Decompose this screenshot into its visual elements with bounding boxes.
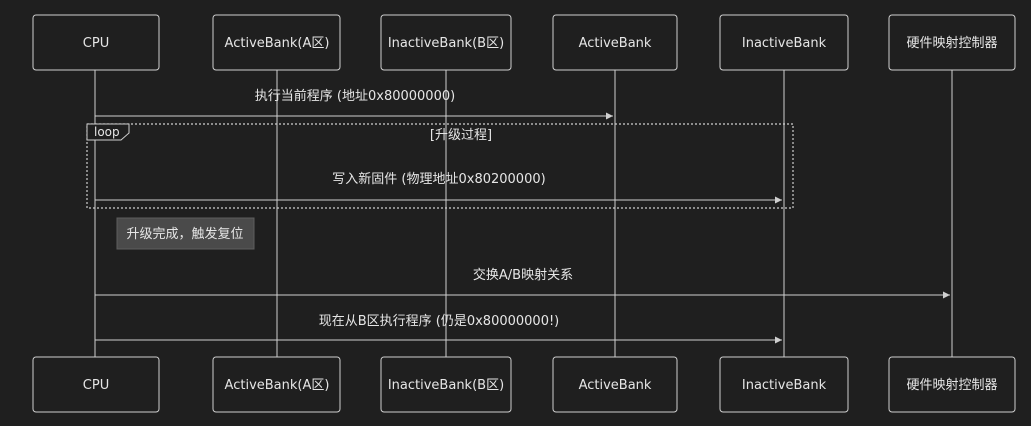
participant-label: InactiveBank(B区) (388, 378, 504, 393)
participant-activebank-a-top: ActiveBank(A区) (212, 14, 341, 71)
participant-label: InactiveBank(B区) (388, 36, 504, 51)
loop-frame: loop [升级过程] (86, 123, 794, 209)
participant-activebank-top: ActiveBank (552, 14, 678, 71)
participant-label: ActiveBank (579, 378, 652, 393)
participant-activebank-bottom: ActiveBank (552, 356, 678, 413)
lifelines (94, 70, 953, 357)
participant-inactivebank-b-bottom: InactiveBank(B区) (380, 356, 512, 413)
participant-cpu-top: CPU (32, 14, 160, 71)
participants-top: CPU ActiveBank(A区) InactiveBank(B区) Acti… (32, 14, 1016, 71)
message-write-firmware: 写入新固件 (物理地址0x80200000) (95, 171, 782, 204)
participant-label: ActiveBank (579, 36, 652, 51)
message-label: 执行当前程序 (地址0x80000000) (255, 88, 455, 104)
participant-label: InactiveBank (742, 378, 827, 393)
participant-hardware-controller-top: 硬件映射控制器 (888, 14, 1016, 71)
participants-bottom: CPU ActiveBank(A区) InactiveBank(B区) Acti… (32, 356, 1016, 413)
participant-label: CPU (83, 36, 109, 51)
loop-condition: [升级过程] (430, 128, 492, 143)
message-label: 现在从B区执行程序 (仍是0x80000000!) (319, 314, 560, 329)
message-execute-current: 执行当前程序 (地址0x80000000) (95, 88, 613, 120)
message-label: 交换A/B映射关系 (473, 267, 573, 283)
participant-activebank-a-bottom: ActiveBank(A区) (212, 356, 341, 413)
participant-label: 硬件映射控制器 (906, 377, 997, 393)
participant-hardware-controller-bottom: 硬件映射控制器 (888, 356, 1016, 413)
participant-inactivebank-top: InactiveBank (719, 14, 849, 71)
message-run-from-b: 现在从B区执行程序 (仍是0x80000000!) (95, 314, 782, 344)
loop-tag: loop (94, 125, 120, 139)
participant-label: InactiveBank (742, 36, 827, 51)
participant-label: ActiveBank(A区) (225, 36, 330, 51)
participant-inactivebank-b-top: InactiveBank(B区) (380, 14, 512, 71)
participant-cpu-bottom: CPU (32, 356, 160, 413)
loop-tag-box (86, 123, 130, 141)
note-text: 升级完成，触发复位 (126, 226, 243, 242)
participant-label: CPU (83, 378, 109, 393)
participant-inactivebank-bottom: InactiveBank (719, 356, 849, 413)
participant-label: 硬件映射控制器 (906, 35, 997, 51)
message-label: 写入新固件 (物理地址0x80200000) (332, 171, 545, 187)
participant-label: ActiveBank(A区) (225, 378, 330, 393)
note-upgrade-complete: 升级完成，触发复位 (116, 217, 255, 250)
message-swap-mapping: 交换A/B映射关系 (95, 267, 950, 299)
